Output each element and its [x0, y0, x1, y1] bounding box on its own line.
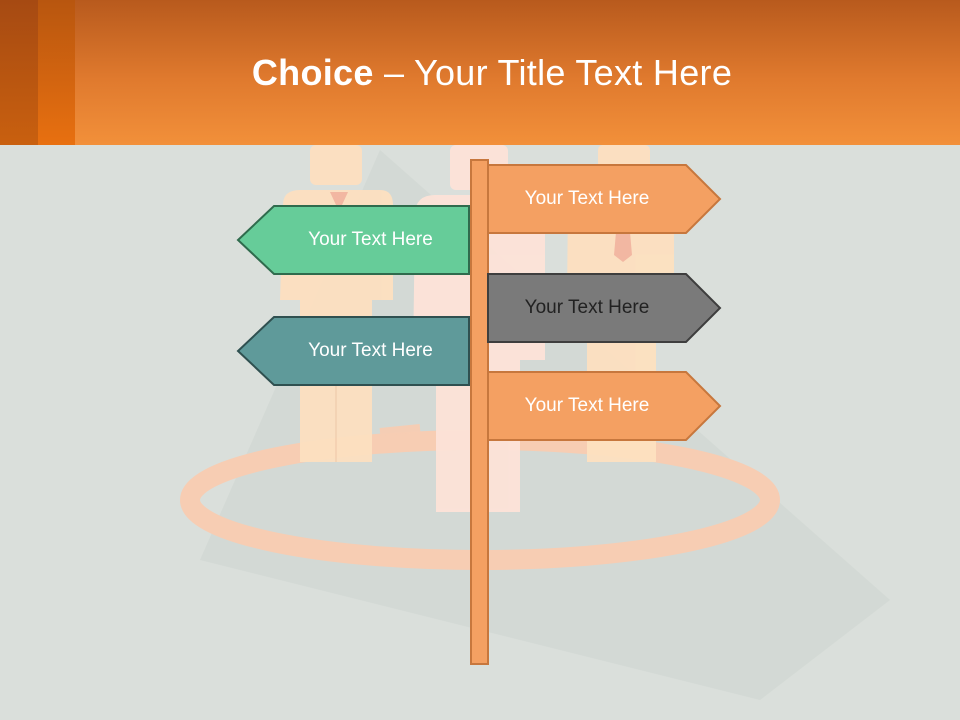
- title-banner: [0, 0, 960, 145]
- sign-5-label: Your Text Here: [524, 395, 650, 416]
- banner-stripe: [0, 0, 38, 145]
- sign-board-2: [236, 205, 470, 275]
- sign-1-label: Your Text Here: [524, 188, 650, 209]
- sign-board-1: [487, 164, 722, 234]
- sign-2-label: Your Text Here: [308, 229, 433, 250]
- sign-board-3: [487, 273, 722, 343]
- signpost-illustration: [180, 145, 890, 700]
- slide-title: Choice – Your Title Text Here: [0, 52, 960, 94]
- title-bold: Choice: [251, 52, 374, 93]
- sign-4-label: Your Text Here: [308, 340, 433, 361]
- sign-board-4: [236, 316, 470, 386]
- sign-post: [470, 159, 489, 665]
- sign-3-label: Your Text Here: [524, 297, 650, 318]
- title-text: Your Title Text Here: [413, 52, 733, 93]
- sign-board-5: [487, 371, 722, 441]
- banner-stripe: [38, 0, 75, 145]
- title-separator: –: [373, 52, 414, 93]
